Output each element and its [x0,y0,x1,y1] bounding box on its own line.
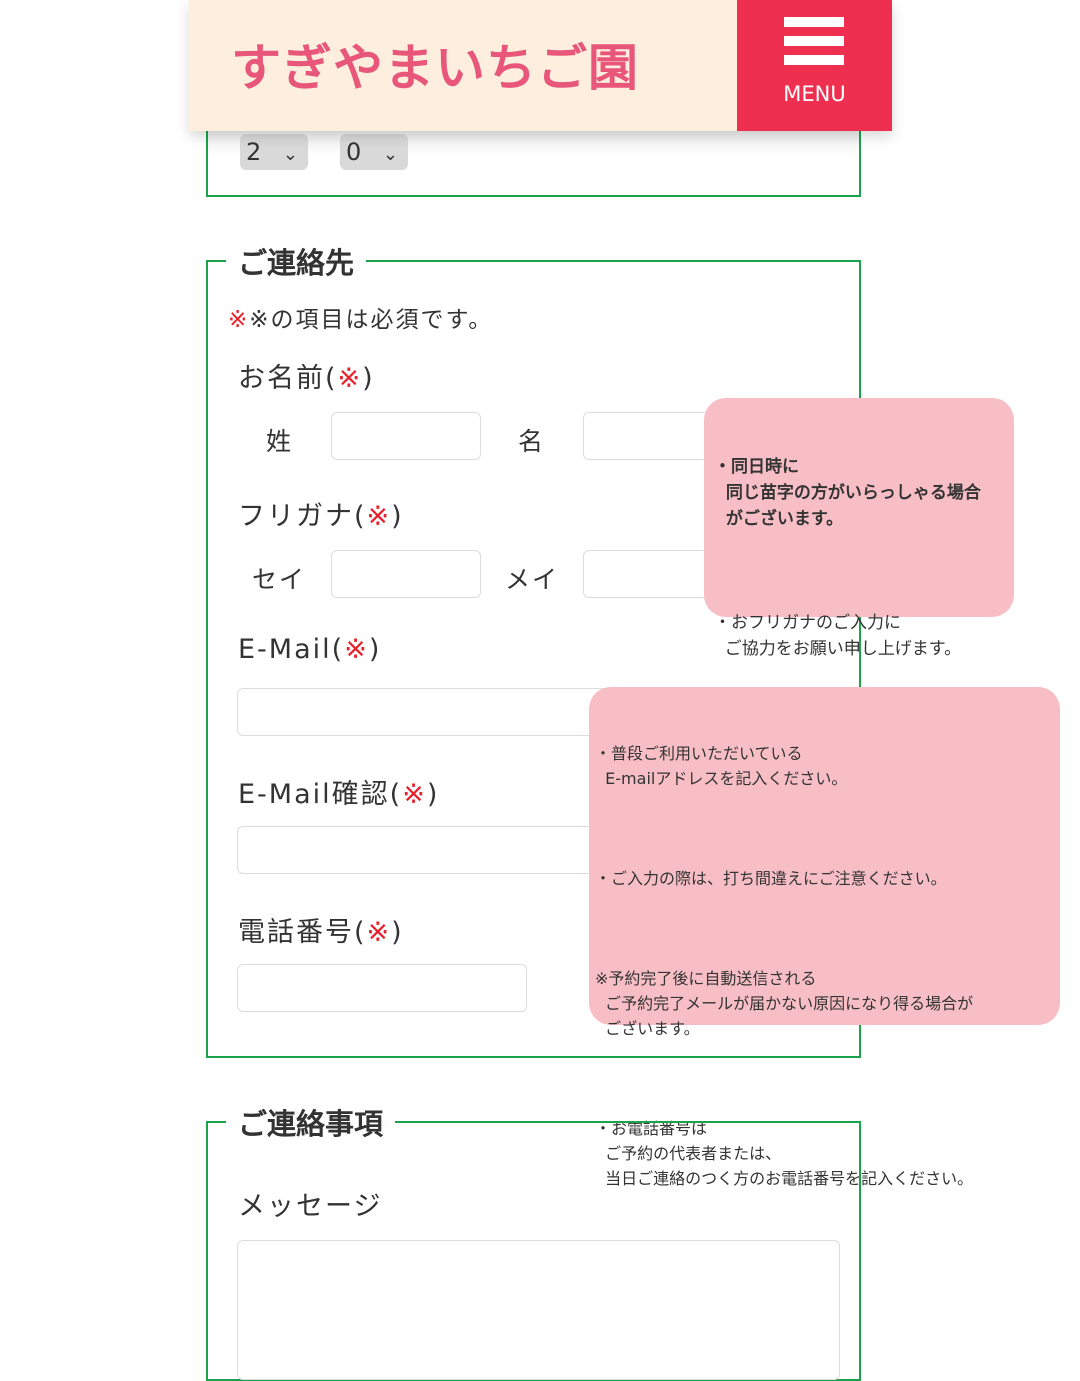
last-kana-input[interactable] [331,550,481,598]
name-label-text: お名前 [238,363,325,394]
tooltip-line: ・普段ご利用いただいている E-mailアドレスを記入ください。 [595,744,848,788]
message-textarea[interactable] [237,1240,840,1380]
last-kana-label: セイ [252,565,307,594]
chevron-down-icon: ⌄ [382,144,399,165]
required-mark: ※ [366,917,392,948]
tooltip-line: ・おフリガナのご入力に ご協力をお願い申し上げます。 [714,613,962,659]
contact-fieldset: ご連絡先 ※※の項目は必須です。 [206,240,861,1058]
name-tooltip: ・同日時に 同じ苗字の方がいらっしゃる場合 がございます。 ・おフリガナのご入力… [704,398,1014,659]
phone-label-text: 電話番号 [238,917,354,948]
hour-select[interactable]: 2 ⌄ [240,134,308,170]
required-mark: ※ [402,779,427,810]
tooltip-line: ※予約完了後に自動送信される ご予約完了メールが届かない原因になり得る場合が ご… [595,969,974,1038]
required-mark: ※ [228,307,250,333]
tooltip-line: ・同日時に 同じ苗字の方がいらっしゃる場合 がございます。 [714,457,981,529]
furigana-label: フリガナ(※) [238,501,404,532]
email-tooltip: ・普段ご利用いただいている E-mailアドレスを記入ください。 ・ご入力の際は… [589,687,1060,1188]
first-kana-label: メイ [505,565,560,594]
message-label: メッセージ [238,1191,383,1222]
notes-legend: ご連絡事項 [226,1101,396,1143]
minute-select[interactable]: 0 ⌄ [340,134,408,170]
contact-legend: ご連絡先 [226,240,367,282]
hamburger-icon [784,17,844,65]
required-note-text: ※の項目は必須です。 [249,307,494,333]
required-mark: ※ [366,501,392,532]
email-confirm-label-text: E-Mail確認 [238,779,390,810]
required-mark: ※ [344,634,369,665]
tooltip-line: ・ご入力の際は、打ち間違えにご注意ください。 [595,869,947,888]
required-note: ※※の項目は必須です。 [228,300,493,334]
menu-button[interactable]: MENU [737,0,892,131]
email-confirm-label: E-Mail確認(※) [238,779,440,810]
first-name-label: 名 [518,427,546,456]
site-header: すぎやまいちご園 MENU [189,0,892,131]
last-name-label: 姓 [266,427,294,456]
phone-input[interactable] [237,964,527,1012]
email-label-text: E-Mail [238,634,332,665]
phone-label: 電話番号(※) [238,917,404,948]
minute-value: 0 [346,138,362,166]
last-name-input[interactable] [331,412,481,460]
tooltip-line: ・お電話番号は ご予約の代表者または、 当日ご連絡のつく方のお電話番号を記入くだ… [595,1119,974,1188]
name-label: お名前(※) [238,363,375,394]
site-logo[interactable]: すぎやまいちご園 [231,39,639,97]
hour-value: 2 [246,138,262,166]
menu-label: MENU [783,82,846,106]
email-label: E-Mail(※) [238,634,382,665]
chevron-down-icon: ⌄ [282,144,299,165]
furigana-label-text: フリガナ [238,501,354,532]
required-mark: ※ [337,363,363,394]
